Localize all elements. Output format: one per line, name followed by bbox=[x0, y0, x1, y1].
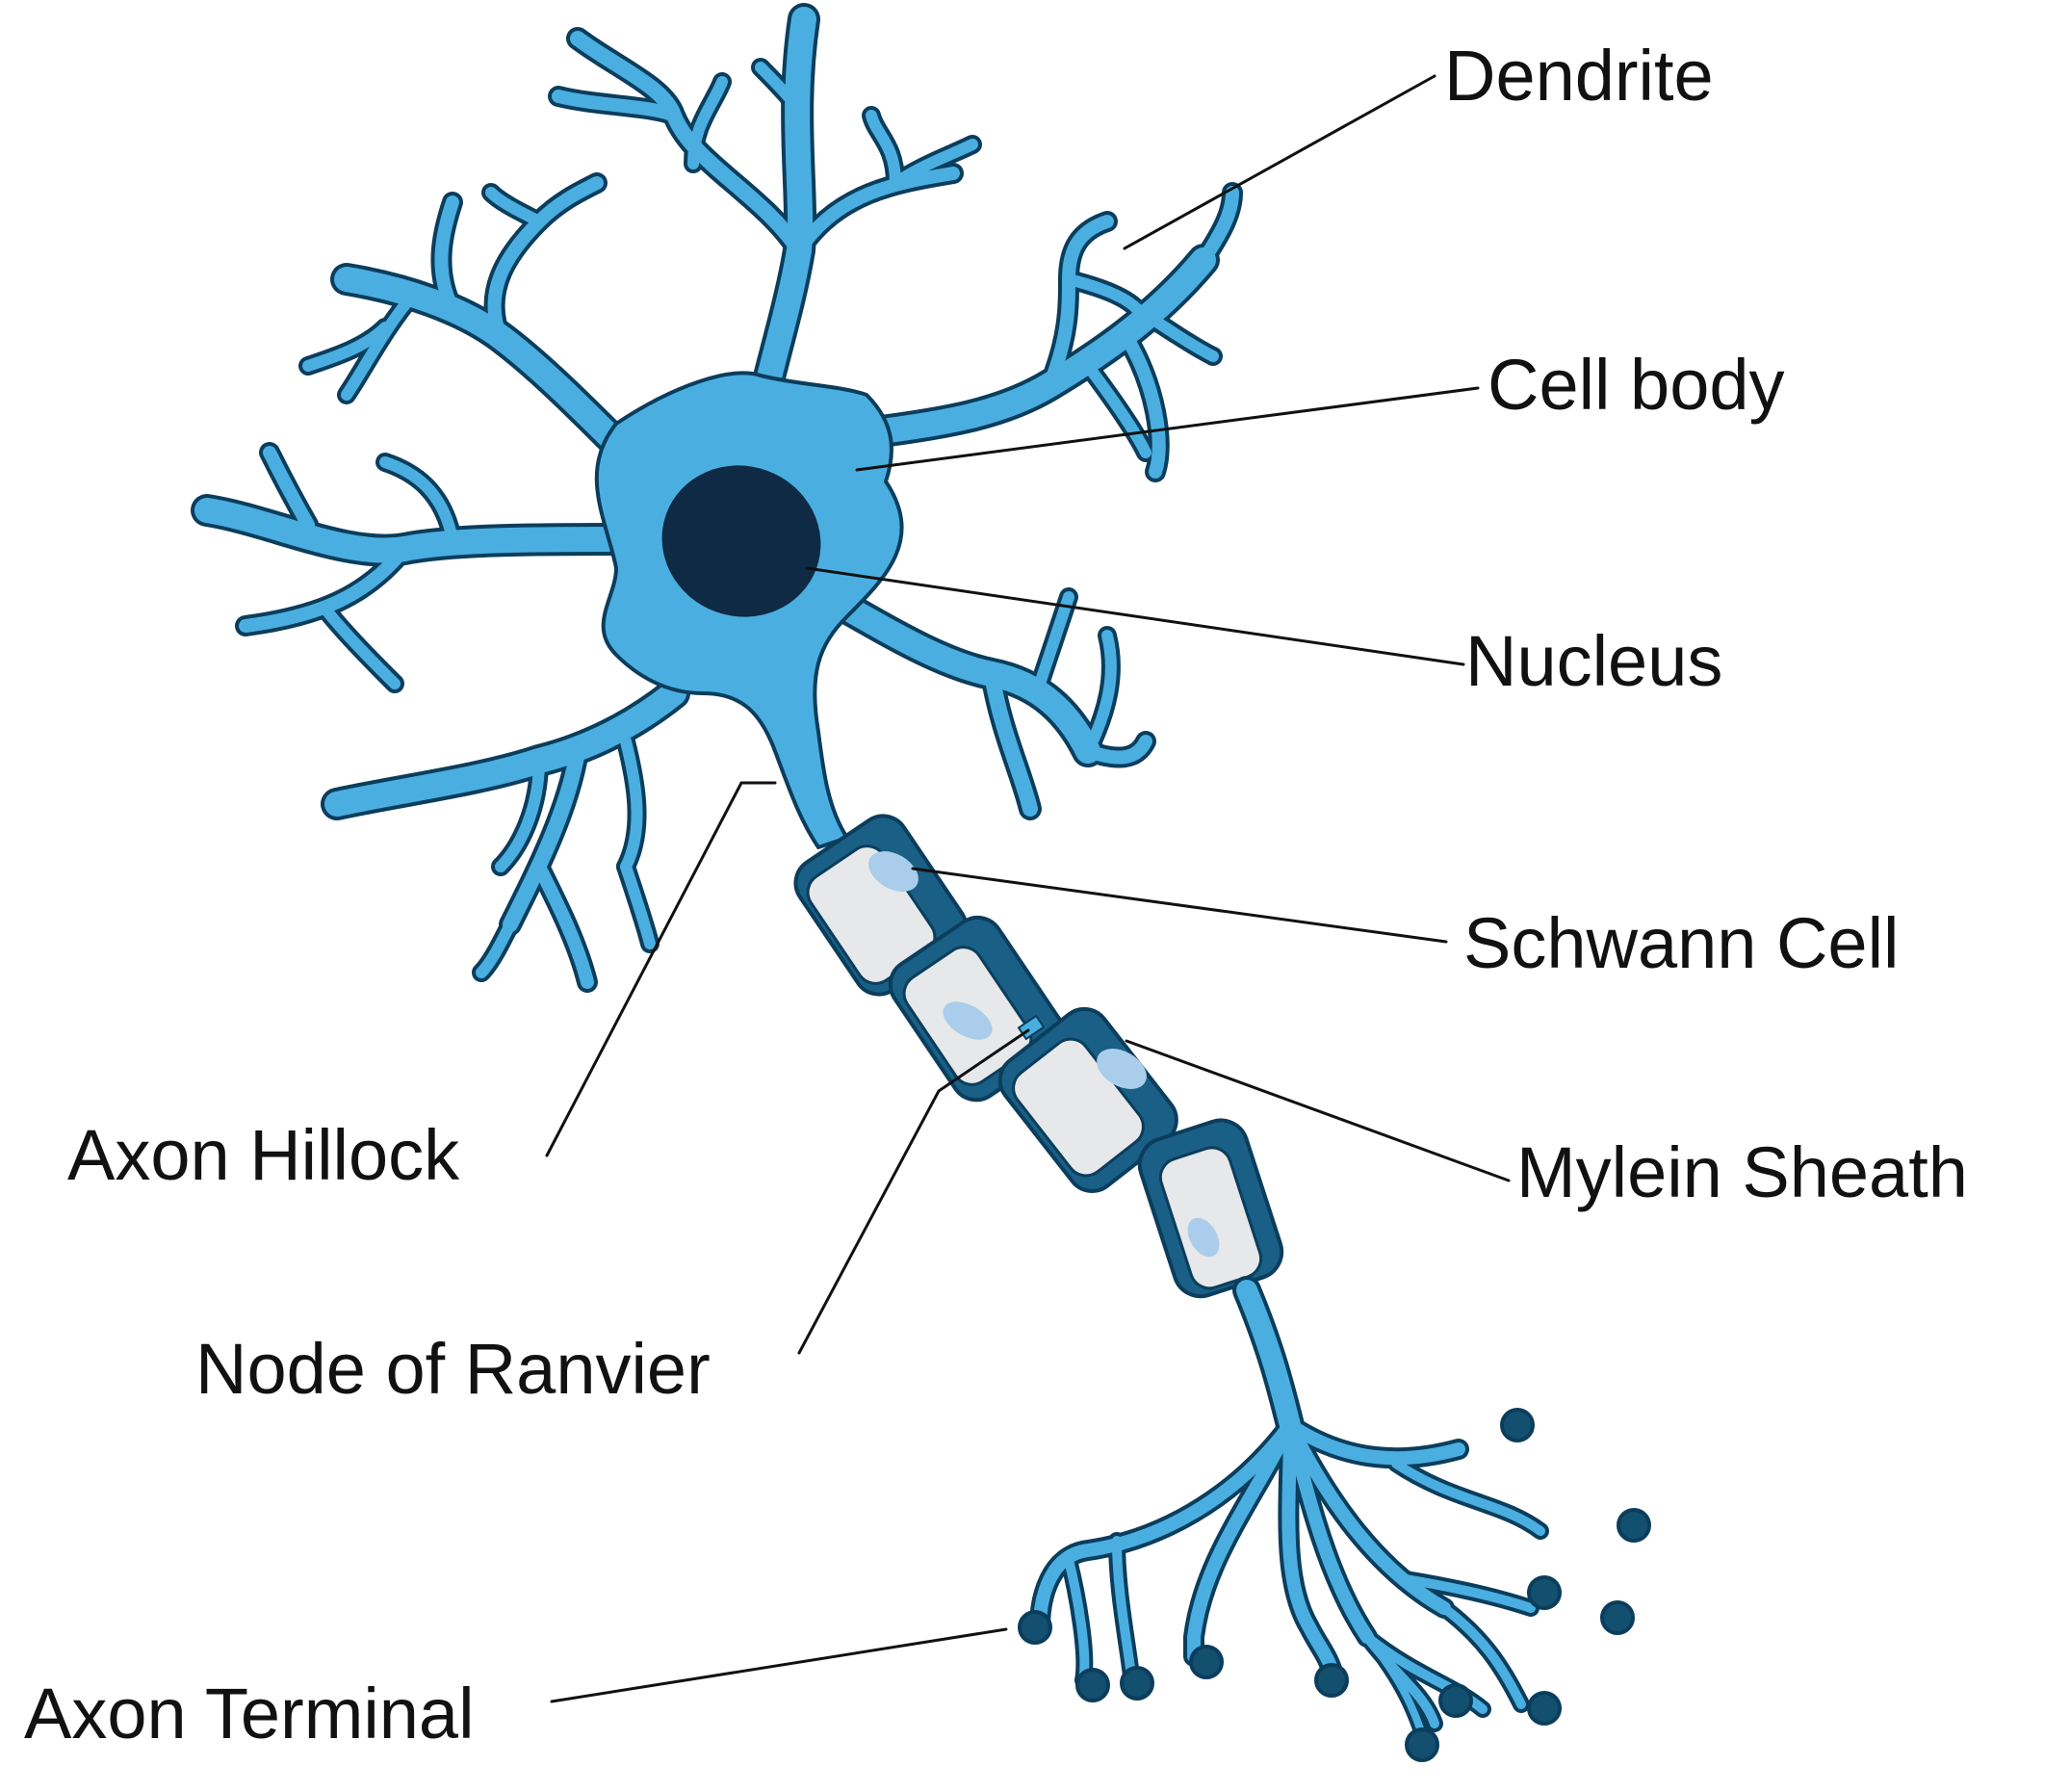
label-schwann-cell: Schwann Cell bbox=[1463, 903, 1899, 983]
terminal-bulb bbox=[1438, 1683, 1473, 1718]
label-axon-hillock: Axon Hillock bbox=[67, 1115, 460, 1195]
terminal-bulb bbox=[1120, 1666, 1154, 1701]
leader-schwann-cell bbox=[911, 867, 1448, 944]
label-nucleus: Nucleus bbox=[1465, 621, 1722, 701]
label-dendrite: Dendrite bbox=[1444, 36, 1714, 116]
terminal-bulb bbox=[1600, 1600, 1635, 1635]
axon-terminal-bulbs bbox=[1018, 1408, 1651, 1762]
schwann-cell-3 bbox=[997, 1006, 1178, 1193]
terminal-bulb bbox=[1075, 1668, 1110, 1702]
label-cell-body: Cell body bbox=[1488, 345, 1785, 425]
terminal-bulb bbox=[1405, 1727, 1439, 1762]
schwann-cell-4 bbox=[1137, 1118, 1284, 1299]
leader-node-of-ranvier bbox=[797, 1028, 1030, 1355]
leader-cell-body bbox=[855, 386, 1480, 472]
terminal-bulb bbox=[1018, 1610, 1052, 1645]
leader-myelin-sheath bbox=[1125, 1039, 1511, 1182]
terminal-bulb bbox=[1527, 1575, 1562, 1610]
leader-axon-hillock bbox=[545, 781, 777, 1157]
leader-dendrite bbox=[1123, 74, 1436, 250]
terminal-bulb bbox=[1314, 1663, 1349, 1698]
label-axon-terminal: Axon Terminal bbox=[24, 1674, 475, 1753]
nucleus bbox=[661, 465, 821, 617]
axon-terminal-branches bbox=[1029, 1276, 1549, 1751]
terminal-bulb bbox=[1189, 1645, 1224, 1679]
leader-nucleus bbox=[805, 566, 1465, 666]
label-myelin-sheath: Mylein Sheath bbox=[1516, 1132, 1968, 1212]
terminal-bulb bbox=[1500, 1408, 1535, 1442]
leader-lines bbox=[545, 74, 1511, 1703]
terminal-bulb bbox=[1527, 1691, 1562, 1726]
label-node-of-ranvier: Node of Ranvier bbox=[195, 1329, 711, 1409]
leader-axon-terminal bbox=[550, 1627, 1008, 1703]
terminal-bulb bbox=[1617, 1508, 1651, 1543]
labels: Dendrite Cell body Nucleus Schwann Cell … bbox=[24, 36, 1968, 1753]
myelin-sheath bbox=[793, 814, 1284, 1299]
